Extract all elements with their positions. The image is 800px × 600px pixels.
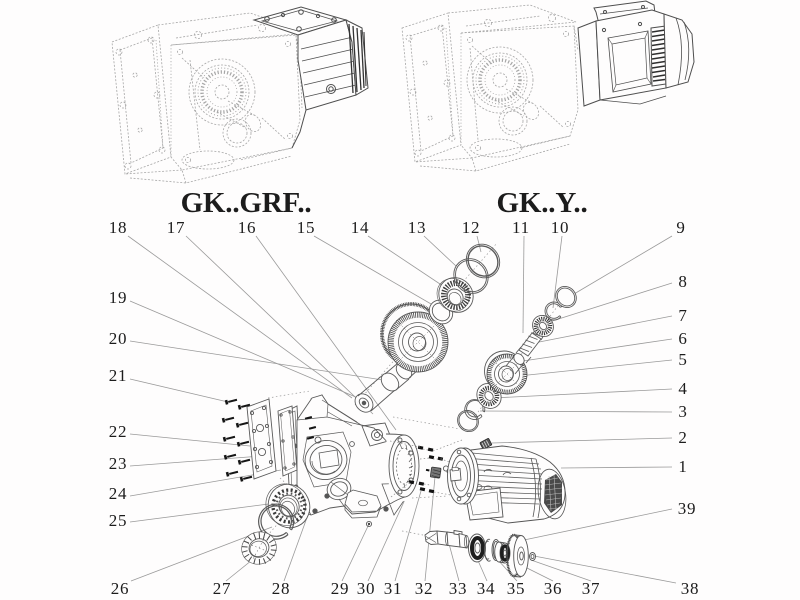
svg-text:18: 18 xyxy=(109,218,128,237)
svg-text:11: 11 xyxy=(512,218,530,237)
svg-text:10: 10 xyxy=(551,218,570,237)
svg-text:29: 29 xyxy=(331,579,350,598)
svg-text:35: 35 xyxy=(507,579,526,598)
svg-text:22: 22 xyxy=(109,422,128,441)
svg-text:13: 13 xyxy=(408,218,427,237)
svg-text:39: 39 xyxy=(678,499,697,518)
svg-text:33: 33 xyxy=(449,579,468,598)
svg-text:GK..GRF..: GK..GRF.. xyxy=(181,187,312,219)
svg-text:30: 30 xyxy=(357,579,376,598)
svg-text:25: 25 xyxy=(109,511,128,530)
svg-text:37: 37 xyxy=(582,579,601,598)
svg-text:15: 15 xyxy=(297,218,316,237)
svg-text:1: 1 xyxy=(678,457,687,476)
svg-text:34: 34 xyxy=(477,579,496,598)
svg-text:20: 20 xyxy=(109,329,128,348)
svg-text:14: 14 xyxy=(351,218,370,237)
svg-text:16: 16 xyxy=(238,218,257,237)
svg-text:6: 6 xyxy=(678,329,687,348)
svg-text:GK..Y..: GK..Y.. xyxy=(497,187,588,219)
svg-text:23: 23 xyxy=(109,454,128,473)
svg-text:9: 9 xyxy=(676,218,685,237)
svg-text:27: 27 xyxy=(213,579,232,598)
svg-text:32: 32 xyxy=(415,579,434,598)
svg-text:38: 38 xyxy=(681,579,700,598)
svg-text:26: 26 xyxy=(111,579,130,598)
svg-text:5: 5 xyxy=(678,350,687,369)
svg-text:21: 21 xyxy=(109,366,128,385)
svg-text:19: 19 xyxy=(109,288,128,307)
svg-text:4: 4 xyxy=(678,379,687,398)
svg-text:24: 24 xyxy=(109,484,128,503)
svg-text:17: 17 xyxy=(167,218,186,237)
svg-text:8: 8 xyxy=(678,272,687,291)
svg-text:28: 28 xyxy=(272,579,291,598)
svg-text:12: 12 xyxy=(462,218,481,237)
svg-text:2: 2 xyxy=(678,428,687,447)
svg-text:31: 31 xyxy=(384,579,403,598)
svg-text:3: 3 xyxy=(678,402,687,421)
svg-text:36: 36 xyxy=(544,579,563,598)
svg-text:7: 7 xyxy=(678,306,687,325)
